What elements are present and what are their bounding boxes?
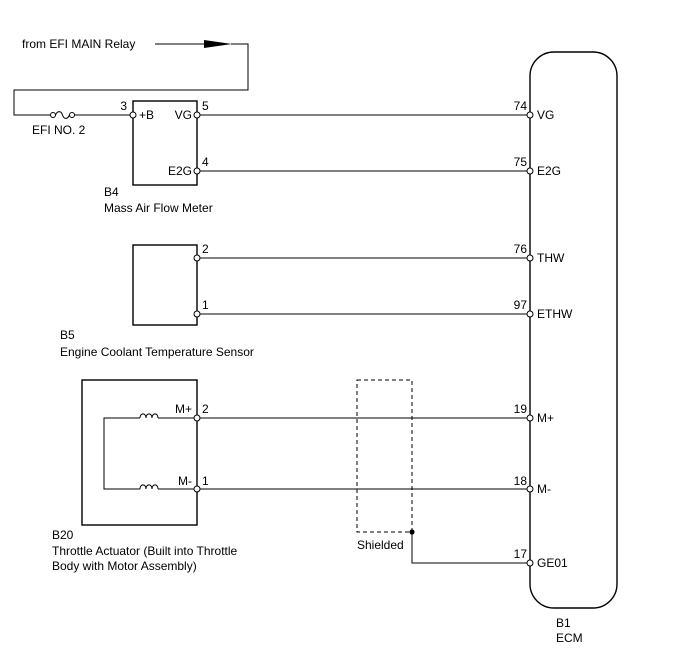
ta-pin-1-label: M-: [178, 474, 192, 488]
ecm-pin-74-terminal: [526, 111, 534, 119]
ta-pin-2-label: M+: [175, 402, 192, 416]
maf-pin-3-number: 3: [120, 99, 127, 113]
ecm-pin-74-number: 74: [514, 99, 528, 113]
maf-pin-3-terminal: [129, 111, 137, 119]
power-feed: from EFI MAIN Relay EFI NO. 2: [13, 37, 249, 137]
fuse-label: EFI NO. 2: [32, 123, 86, 137]
ect-code-label: B5: [60, 328, 75, 342]
maf-box: [132, 100, 198, 186]
ecm-pin-75-label: E2G: [537, 164, 561, 178]
motor-coil-plus-icon: [139, 413, 159, 419]
shield-ground-wire: [411, 532, 530, 564]
fuse-symbol: [50, 111, 75, 119]
fuse-terminal-right: [69, 112, 75, 118]
motor-internal-wire: [103, 417, 140, 490]
ecm-pin-97-number: 97: [514, 298, 528, 312]
ecm-name-label: ECM: [556, 631, 583, 645]
ect-pin-1-terminal: [193, 310, 201, 318]
maf-pin-4-number: 4: [202, 155, 209, 169]
ecm-pin-17-label: GE01: [537, 556, 568, 570]
ta-pin-2-number: 2: [202, 402, 209, 416]
ecm-pin-76-number: 76: [514, 242, 528, 256]
ecm-box: [529, 51, 618, 609]
ecm-pin-97-terminal: [526, 310, 534, 318]
ecm-pin-19-terminal: [526, 414, 534, 422]
fuse-element: [55, 111, 70, 119]
ecm-pin-18-label: M-: [537, 482, 551, 496]
ecm-pin-76-label: THW: [537, 251, 565, 265]
shield-label: Shielded: [357, 538, 404, 552]
ta-pin-1-number: 1: [202, 474, 209, 488]
ecm-pin-17-number: 17: [514, 547, 528, 561]
ecm: 74 VG 75 E2G 76 THW 97 ETHW 19 M+ 18 M- …: [514, 51, 618, 645]
throttle-actuator-box: [81, 379, 198, 526]
maf-pin-4-label: E2G: [168, 164, 192, 178]
power-source-label: from EFI MAIN Relay: [22, 37, 135, 51]
ecm-pin-74-label: VG: [537, 108, 554, 122]
motor-coil-minus-icon: [139, 484, 159, 490]
ecm-pin-18-number: 18: [514, 474, 528, 488]
ect-box: [132, 244, 198, 326]
ta-pin-2-terminal: [193, 414, 201, 422]
ecm-pin-19-label: M+: [537, 411, 554, 425]
maf-pin-4-terminal: [193, 167, 201, 175]
ta-name-line-2: Body with Motor Assembly): [52, 559, 197, 573]
maf-name-label: Mass Air Flow Meter: [104, 201, 213, 215]
ect-name-label: Engine Coolant Temperature Sensor: [60, 345, 254, 359]
ect-pin-2-number: 2: [202, 242, 209, 256]
shield: Shielded: [356, 379, 530, 564]
maf-pin-3-label: +B: [139, 108, 154, 122]
ecm-pin-75-number: 75: [514, 155, 528, 169]
harness-wires: [197, 114, 530, 490]
mass-air-flow-meter: 3 +B VG 5 E2G 4 B4 Mass Air Flow Meter: [104, 99, 213, 215]
throttle-actuator: M+ 2 M- 1 B20 Throttle Actuator (Built i…: [52, 379, 238, 573]
ta-code-label: B20: [52, 528, 74, 542]
fuse-terminal-left: [50, 112, 56, 118]
ecm-pin-19-number: 19: [514, 402, 528, 416]
coolant-temp-sensor: 2 1 B5 Engine Coolant Temperature Sensor: [60, 242, 254, 359]
ecm-pin-17-terminal: [526, 559, 534, 567]
ecm-pin-18-terminal: [526, 485, 534, 493]
maf-pin-5-number: 5: [202, 99, 209, 113]
pin-terminals: [129, 111, 534, 567]
power-arrow-head: [204, 40, 232, 48]
ecm-pin-75-terminal: [526, 167, 534, 175]
ecm-pin-76-terminal: [526, 254, 534, 262]
maf-pin-5-label: VG: [175, 108, 192, 122]
shield-junction-dot: [409, 529, 415, 535]
ta-pin-1-terminal: [193, 485, 201, 493]
maf-pin-5-terminal: [193, 111, 201, 119]
ect-pin-1-number: 1: [202, 298, 209, 312]
ta-name-line-1: Throttle Actuator (Built into Throttle: [52, 544, 238, 558]
ecm-pin-97-label: ETHW: [537, 307, 573, 321]
maf-code-label: B4: [104, 185, 119, 199]
shield-outline: [356, 379, 413, 533]
ect-pin-2-terminal: [193, 254, 201, 262]
ecm-code-label: B1: [556, 616, 571, 630]
power-feed-wire: [13, 43, 249, 116]
